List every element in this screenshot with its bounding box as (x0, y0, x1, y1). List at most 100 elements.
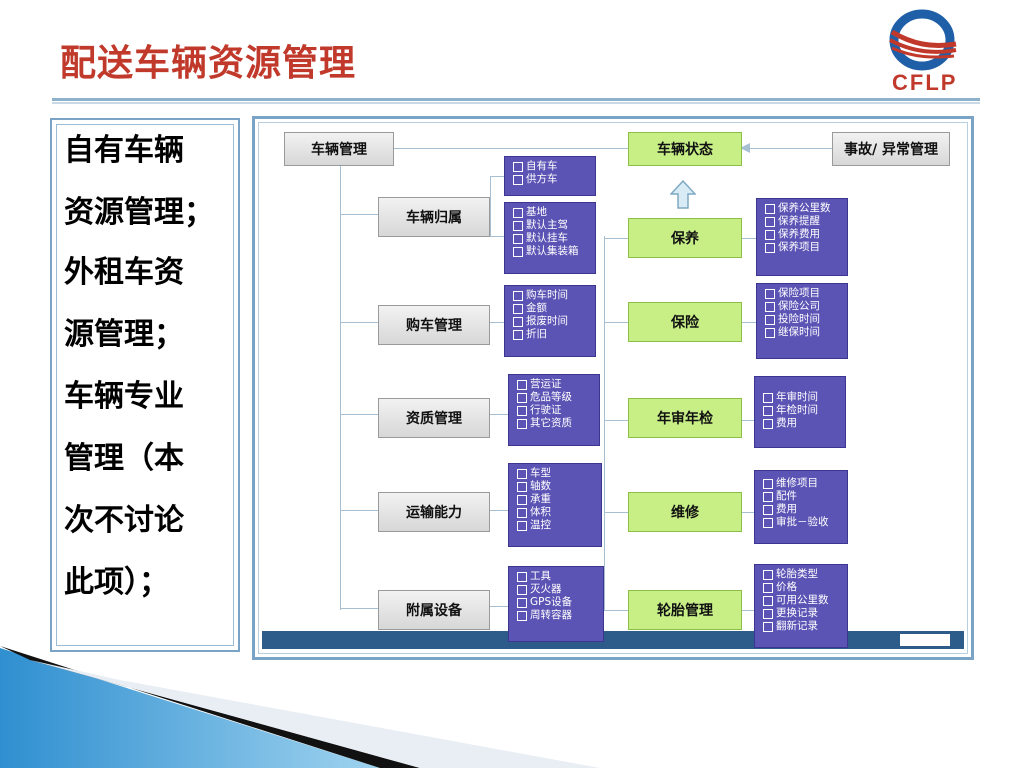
connector-line (742, 420, 754, 421)
checkbox-icon (765, 314, 775, 325)
detail-item: 可用公里数 (763, 594, 843, 607)
left-text-panel (50, 118, 240, 652)
node-vehicle-management: 车辆管理 (284, 132, 394, 166)
node-transport-capacity: 运输能力 (378, 492, 490, 532)
detail-item: 保养项目 (765, 241, 843, 254)
checkbox-icon (513, 329, 523, 340)
detail-box-repair: 维修项目 配件 费用 审批－验收 (754, 470, 848, 544)
checkbox-icon (513, 316, 523, 327)
connector-line (604, 610, 628, 611)
checkbox-icon (765, 203, 775, 214)
detail-item: 购车时间 (513, 289, 591, 302)
node-vehicle-status: 车辆状态 (628, 132, 742, 166)
connector-line (742, 610, 754, 611)
connector-line (490, 176, 504, 177)
connector-line (490, 414, 508, 415)
node-vehicle-ownership: 车辆归属 (378, 197, 490, 237)
node-accessory-equipment: 附属设备 (378, 590, 490, 630)
node-insurance: 保险 (628, 302, 742, 342)
checkbox-icon (517, 392, 527, 403)
checkbox-icon (513, 246, 523, 257)
detail-item: 审批－验收 (763, 516, 843, 529)
detail-item: 年检时间 (763, 404, 841, 417)
detail-item: 翻新记录 (763, 620, 843, 633)
connector-line (490, 510, 508, 511)
title-divider-shadow (52, 102, 980, 104)
checkbox-icon (765, 229, 775, 240)
checkbox-icon (763, 504, 773, 515)
connector-line (742, 322, 756, 323)
connector-line (340, 510, 378, 511)
detail-item: 体积 (517, 506, 597, 519)
detail-item: 温控 (517, 519, 597, 532)
checkbox-icon (517, 468, 527, 479)
checkbox-icon (517, 405, 527, 416)
logo-wordmark: CFLP (892, 70, 958, 95)
detail-item: 默认挂车 (513, 232, 591, 245)
checkbox-icon (763, 595, 773, 606)
left-text-line: 管理（本 (64, 441, 184, 476)
diagram-bottom-band-notch (900, 634, 950, 646)
connector-line (604, 236, 605, 610)
detail-item: 保养提醒 (765, 215, 843, 228)
node-repair: 维修 (628, 492, 742, 532)
checkbox-icon (517, 597, 527, 608)
detail-item: 危品等级 (517, 391, 595, 404)
connector-line (490, 176, 491, 236)
detail-item: 周转容器 (517, 609, 599, 622)
detail-item: 维修项目 (763, 477, 843, 490)
connector-line (604, 512, 628, 513)
checkbox-icon (763, 582, 773, 593)
detail-item: 自有车 (513, 160, 591, 173)
checkbox-icon (517, 494, 527, 505)
checkbox-icon (763, 405, 773, 416)
detail-item: 金额 (513, 302, 591, 315)
checkbox-icon (763, 491, 773, 502)
connector-line (604, 238, 628, 239)
checkbox-icon (765, 242, 775, 253)
connector-line (742, 238, 756, 239)
checkbox-icon (513, 207, 523, 218)
detail-item: 行驶证 (517, 404, 595, 417)
checkbox-icon (763, 418, 773, 429)
node-qualification-management: 资质管理 (378, 398, 490, 438)
detail-box-insurance: 保险项目 保险公司 投险时间 继保时间 (756, 283, 848, 359)
left-text-line: 外租车资 (64, 255, 184, 290)
detail-item: 费用 (763, 503, 843, 516)
checkbox-icon (763, 569, 773, 580)
diagram-bottom-band (262, 631, 964, 649)
checkbox-icon (763, 478, 773, 489)
connector-line (490, 606, 508, 607)
checkbox-icon (513, 233, 523, 244)
diagram-inner-border (258, 122, 968, 654)
detail-item: 轮胎类型 (763, 568, 843, 581)
detail-item: 投险时间 (765, 313, 843, 326)
connector-line (604, 420, 628, 421)
connector-line (604, 322, 628, 323)
detail-item: 默认主驾 (513, 219, 591, 232)
detail-box-capacity: 车型 轴数 承重 体积 温控 (508, 463, 602, 547)
checkbox-icon (517, 507, 527, 518)
checkbox-icon (517, 610, 527, 621)
detail-item: 灭火器 (517, 583, 599, 596)
detail-item: 供方车 (513, 173, 591, 186)
connector-line (490, 322, 504, 323)
detail-item: 其它资质 (517, 417, 595, 430)
detail-box-tires: 轮胎类型 价格 可用公里数 更换记录 翻新记录 (754, 564, 848, 648)
checkbox-icon (763, 517, 773, 528)
detail-item: 更换记录 (763, 607, 843, 620)
detail-item: 保养公里数 (765, 202, 843, 215)
node-accident-management: 事故/ 异常管理 (832, 132, 950, 166)
connector-line (742, 148, 832, 149)
up-arrow-icon (670, 180, 696, 209)
connector-line (340, 414, 378, 415)
detail-item: 报废时间 (513, 315, 591, 328)
checkbox-icon (513, 174, 523, 185)
connector-line (742, 512, 754, 513)
title-divider (52, 98, 980, 101)
detail-item: 工具 (517, 570, 599, 583)
connector-line (340, 166, 341, 610)
detail-item: 年审时间 (763, 391, 841, 404)
corner-swoosh-decoration (0, 646, 600, 768)
checkbox-icon (763, 392, 773, 403)
